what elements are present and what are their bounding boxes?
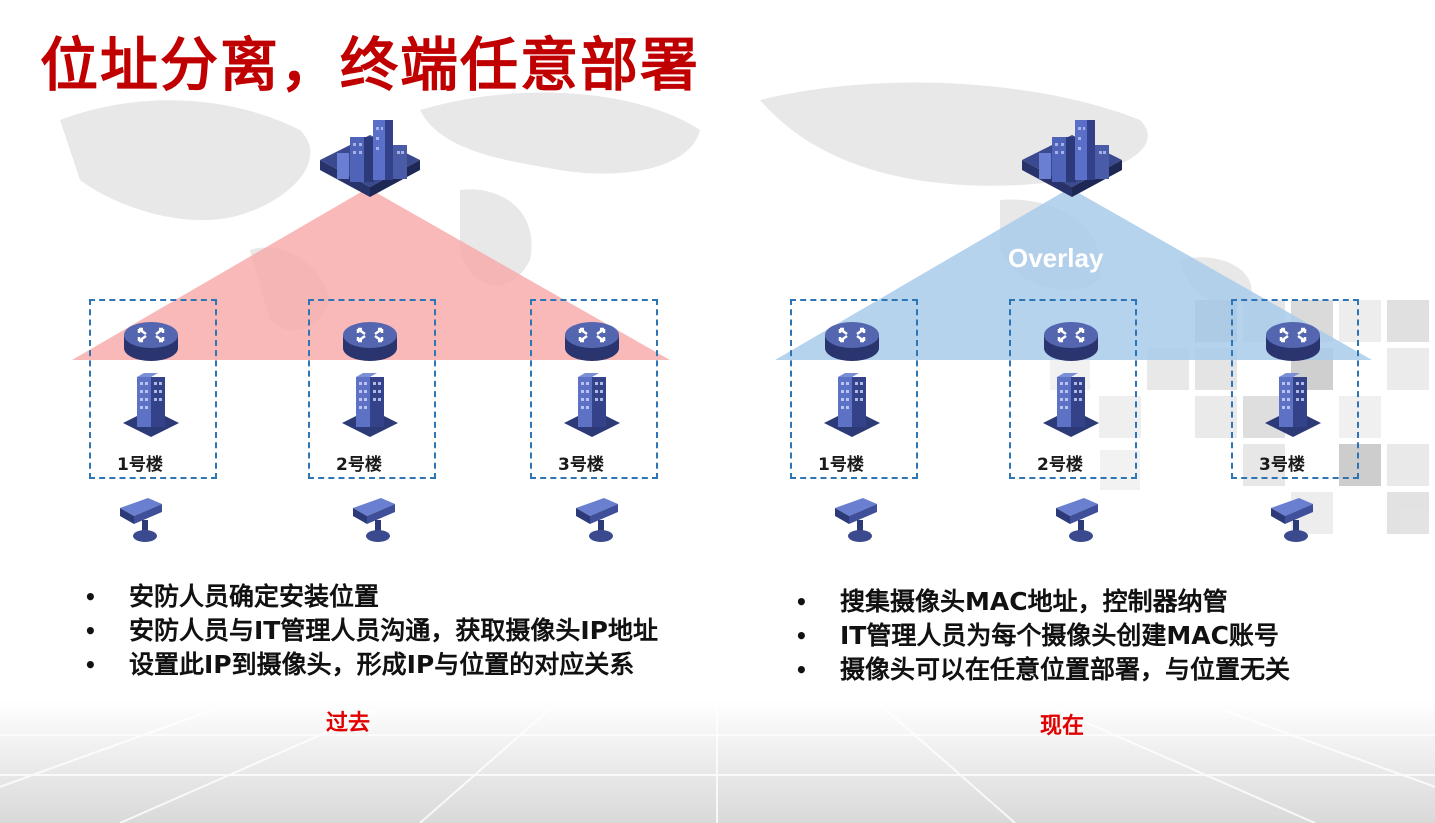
- router-icon: [1266, 322, 1320, 361]
- now-caption: 现在: [1040, 714, 1085, 739]
- security-camera-icon: [1056, 498, 1098, 542]
- past-network-triangle: [72, 188, 670, 360]
- bullet-text: 摄像头可以在任意位置部署，与位置无关: [840, 655, 1291, 684]
- building-label: 1号楼: [818, 455, 864, 475]
- router-icon: [825, 322, 879, 361]
- router-icon: [124, 322, 178, 361]
- building-group-now-3: [1231, 299, 1359, 479]
- page-title: 位址分离，终端任意部署: [40, 31, 701, 99]
- building-label: 3号楼: [558, 455, 604, 475]
- datacenter-building-icon: [1022, 120, 1122, 197]
- overlay-network-triangle: [775, 188, 1372, 360]
- bullet-text: 设置此IP到摄像头，形成IP与位置的对应关系: [129, 650, 635, 679]
- bullet-marker: •: [84, 653, 97, 677]
- office-building-icon: [824, 373, 880, 437]
- building-label: 3号楼: [1259, 455, 1305, 475]
- bullet-marker: •: [84, 619, 97, 643]
- past-caption: 过去: [326, 711, 371, 736]
- bullet-text: IT管理人员为每个摄像头创建MAC账号: [840, 621, 1279, 650]
- building-label: 2号楼: [1037, 455, 1083, 475]
- bullet-text: 搜集摄像头MAC地址，控制器纳管: [840, 587, 1228, 616]
- security-camera-icon: [353, 498, 395, 542]
- security-camera-icon: [1271, 498, 1313, 542]
- security-camera-icon: [120, 498, 162, 542]
- bullet-text: 安防人员与IT管理人员沟通，获取摄像头IP地址: [129, 616, 658, 645]
- overlay-label: Overlay: [1008, 243, 1104, 273]
- building-group-past-1: [89, 299, 217, 479]
- security-camera-icon: [835, 498, 877, 542]
- building-group-past-3: [530, 299, 658, 479]
- office-building-icon: [564, 373, 620, 437]
- datacenter-building-icon: [320, 120, 420, 197]
- office-building-icon: [342, 373, 398, 437]
- router-icon: [565, 322, 619, 361]
- bullet-marker: •: [84, 585, 97, 609]
- building-group-now-1: [790, 299, 918, 479]
- floor-grid: [0, 699, 1435, 823]
- router-icon: [1044, 322, 1098, 361]
- router-icon: [343, 322, 397, 361]
- building-group-now-2: [1009, 299, 1137, 479]
- security-camera-icon: [576, 498, 618, 542]
- bullet-marker: •: [795, 590, 808, 614]
- building-group-past-2: [308, 299, 436, 479]
- bullet-text: 安防人员确定安装位置: [129, 582, 380, 611]
- office-building-icon: [123, 373, 179, 437]
- building-label: 1号楼: [117, 455, 163, 475]
- building-label: 2号楼: [336, 455, 382, 475]
- office-building-icon: [1265, 373, 1321, 437]
- bullet-marker: •: [795, 658, 808, 682]
- bullet-marker: •: [795, 624, 808, 648]
- office-building-icon: [1043, 373, 1099, 437]
